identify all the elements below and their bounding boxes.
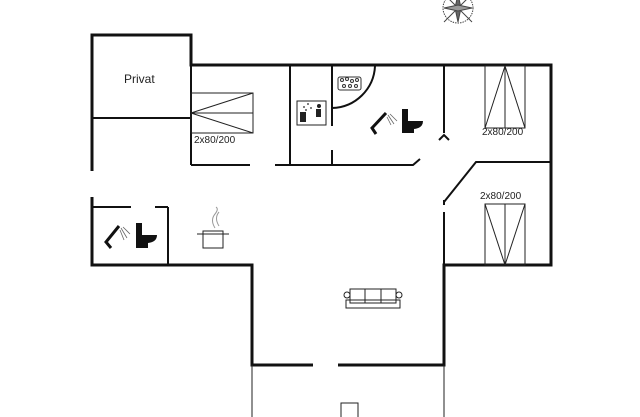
shower-icon xyxy=(370,111,398,135)
outer-walls xyxy=(90,33,553,367)
shower-icon xyxy=(104,225,131,249)
sauna-icon xyxy=(296,100,327,126)
bed-size-label: 2x80/200 xyxy=(482,127,524,138)
bed-icon xyxy=(484,203,526,266)
bed-icon xyxy=(190,92,254,134)
sofa-icon xyxy=(343,288,403,309)
compass-icon xyxy=(442,0,474,24)
inner-walls xyxy=(92,65,551,265)
stove-pot-icon xyxy=(197,206,229,249)
bed-icon xyxy=(484,65,526,129)
bed-size-label: 2x80/200 xyxy=(194,135,236,146)
toilet-icon xyxy=(402,109,423,133)
room-label-privat: Privat xyxy=(124,72,155,86)
terrace-lines xyxy=(251,365,445,417)
toilet-icon xyxy=(136,223,157,248)
whirlpool-icon xyxy=(337,76,362,91)
bed-size-label: 2x80/200 xyxy=(480,191,522,202)
